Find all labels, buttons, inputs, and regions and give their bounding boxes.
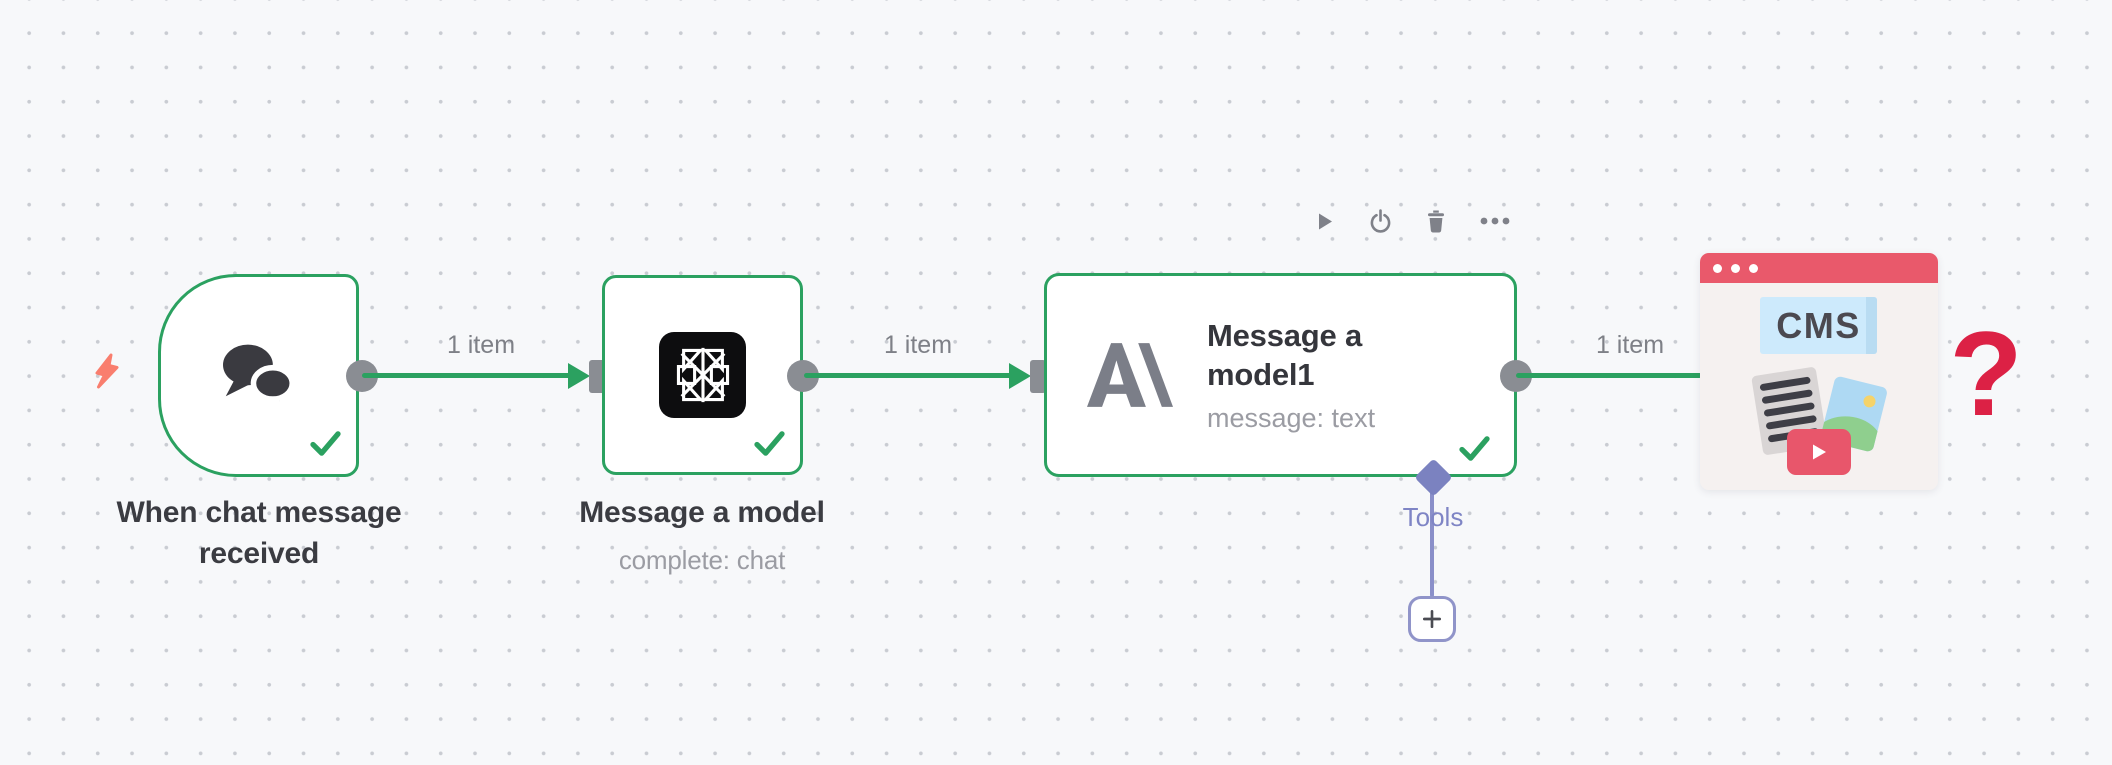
node-label-model: Message a model complete: chat: [502, 492, 902, 581]
connection-line-1: [362, 373, 574, 378]
node-subtitle-model1: message: text: [1207, 403, 1376, 433]
connection-items-label-1: 1 item: [446, 331, 516, 359]
input-port-model1[interactable]: [1030, 360, 1046, 393]
anthropic-logo-icon: [1087, 343, 1173, 407]
tools-connector-line: [1430, 489, 1434, 597]
success-checkmark-icon: [754, 431, 785, 456]
cms-banner: CMS: [1760, 297, 1877, 354]
node-label-model-text: Message a model: [579, 496, 825, 529]
plus-icon: [1422, 609, 1442, 629]
cms-banner-edge: [1866, 297, 1877, 354]
node-message-a-model1[interactable]: Message a model1 message: text: [1044, 273, 1517, 477]
node-message-a-model[interactable]: [602, 275, 803, 475]
node-subtitle-model: complete: chat: [618, 545, 786, 575]
connection-items-label-2: 1 item: [883, 331, 953, 359]
node-toolbar: [1311, 207, 1511, 235]
model-provider-icon: [659, 332, 746, 418]
cms-illustration: CMS: [1700, 253, 1938, 490]
tools-port-label: Tools: [1402, 502, 1464, 532]
cms-title: CMS: [1776, 304, 1861, 346]
window-dot-icon: [1713, 263, 1722, 273]
success-checkmark-icon: [310, 431, 341, 456]
ellipsis-icon[interactable]: [1479, 207, 1511, 235]
question-mark: ?: [1949, 307, 2023, 441]
input-port-model[interactable]: [589, 360, 605, 393]
connection-line-2: [804, 373, 1012, 378]
node-chat-trigger[interactable]: [158, 274, 359, 477]
connection-arrow-1: [568, 363, 590, 389]
chat-bubbles-icon: [222, 344, 295, 410]
connection-arrow-2: [1009, 363, 1031, 389]
connection-line-3: [1516, 373, 1702, 378]
play-icon[interactable]: [1311, 207, 1337, 235]
add-tool-button[interactable]: [1408, 596, 1456, 642]
trash-icon[interactable]: [1423, 207, 1449, 235]
success-checkmark-icon: [1459, 436, 1490, 461]
lightning-trigger-icon: [95, 353, 119, 389]
window-dot-icon: [1749, 263, 1758, 273]
cms-window-header: [1700, 253, 1938, 283]
video-player-icon: [1787, 429, 1851, 475]
power-icon[interactable]: [1367, 207, 1393, 235]
node-title-model1: Message a model1: [1207, 318, 1363, 392]
sun-icon: [1862, 394, 1877, 409]
connection-items-label-3: 1 item: [1595, 331, 1665, 359]
window-dot-icon: [1731, 263, 1740, 273]
node-label-trigger: When chat message received: [116, 496, 402, 570]
